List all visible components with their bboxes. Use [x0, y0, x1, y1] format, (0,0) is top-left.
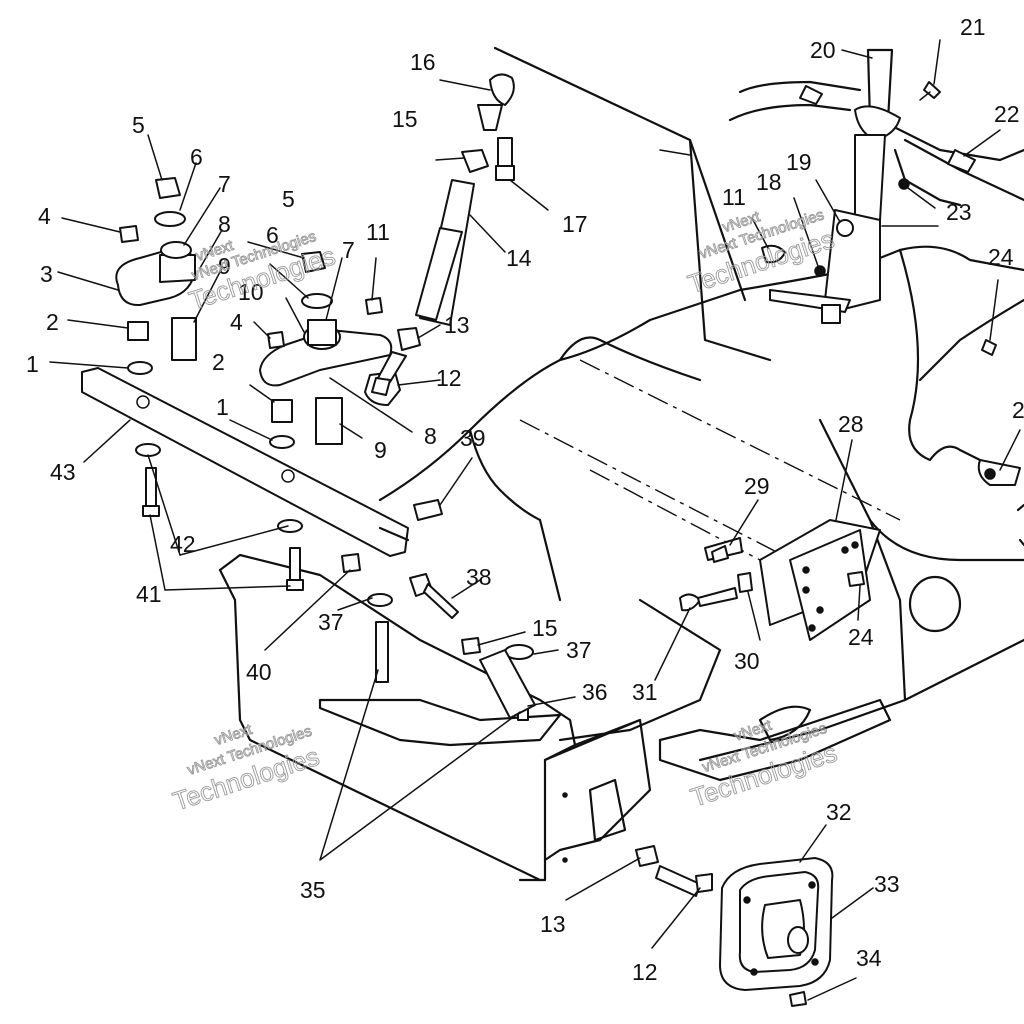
callout-24: 24	[988, 244, 1014, 270]
callout-7: 7	[218, 171, 231, 197]
callout-15: 15	[392, 106, 418, 132]
callout-1: 1	[216, 394, 229, 420]
callout-16: 16	[410, 49, 436, 75]
callout-11: 11	[722, 184, 746, 210]
callout-29: 29	[744, 473, 770, 499]
callout-2: 2	[212, 349, 225, 375]
watermark-bottom-left: vNext vNext Technologies Technologies	[169, 720, 324, 817]
callout-18: 18	[756, 169, 782, 195]
leader-lines	[49, 39, 1021, 1001]
callout-34: 34	[856, 945, 882, 971]
callout-8: 8	[218, 211, 231, 237]
callout-22: 22	[994, 101, 1020, 127]
callout-5: 5	[282, 186, 295, 212]
callout-4: 4	[38, 203, 51, 229]
callout-30: 30	[734, 648, 760, 674]
callout-9: 9	[374, 437, 387, 463]
tie-rod-assembly	[364, 73, 515, 406]
callout-43: 43	[50, 459, 76, 485]
callout-1: 1	[26, 351, 39, 377]
callout-2: 2	[46, 309, 59, 335]
callout-35: 35	[300, 877, 326, 903]
watermark-bottom-right: vNext vNext Technologies Technologies	[687, 716, 842, 813]
callout-42: 42	[170, 531, 196, 557]
callout-28: 28	[838, 411, 864, 437]
callout-19: 19	[786, 149, 812, 175]
callout-32: 32	[826, 799, 852, 825]
callout-37: 37	[318, 609, 344, 635]
callout-20: 20	[810, 37, 836, 63]
callout-38: 38	[466, 564, 492, 590]
mount-assembly	[635, 339, 997, 1007]
callout-11: 11	[366, 219, 390, 245]
steering-column	[761, 48, 976, 324]
callout-13: 13	[540, 911, 566, 937]
callout-23: 23	[946, 199, 972, 225]
callout-37: 37	[566, 637, 592, 663]
bellcrank-assembly	[81, 177, 536, 721]
callout-6: 6	[190, 144, 203, 170]
callout-41: 41	[136, 581, 162, 607]
callout-17: 17	[562, 211, 588, 237]
callout-4: 4	[230, 309, 243, 335]
callout-36: 36	[582, 679, 608, 705]
callout-9: 9	[218, 253, 231, 279]
callout-40: 40	[246, 659, 272, 685]
chassis-frame	[218, 46, 1024, 882]
callout-21: 21	[960, 14, 986, 40]
callout-6: 6	[266, 222, 279, 248]
callout-7: 7	[342, 237, 355, 263]
callout-3: 3	[40, 261, 53, 287]
callout-31: 31	[632, 679, 658, 705]
callout-labels: 1 1 2 2 3 4 4 5 5 6 6 7 7 8 8 9 9 10 11 …	[26, 14, 1024, 985]
callout-2: 2	[1012, 397, 1024, 423]
callout-15: 15	[532, 615, 558, 641]
callout-24: 24	[848, 624, 874, 650]
callout-5: 5	[132, 112, 145, 138]
callout-10: 10	[238, 279, 264, 305]
callout-39: 39	[460, 425, 486, 451]
callout-14: 14	[506, 245, 532, 271]
callout-8: 8	[424, 423, 437, 449]
callout-12: 12	[436, 365, 462, 391]
callout-33: 33	[874, 871, 900, 897]
callout-12: 12	[632, 959, 658, 985]
callout-13: 13	[444, 312, 470, 338]
